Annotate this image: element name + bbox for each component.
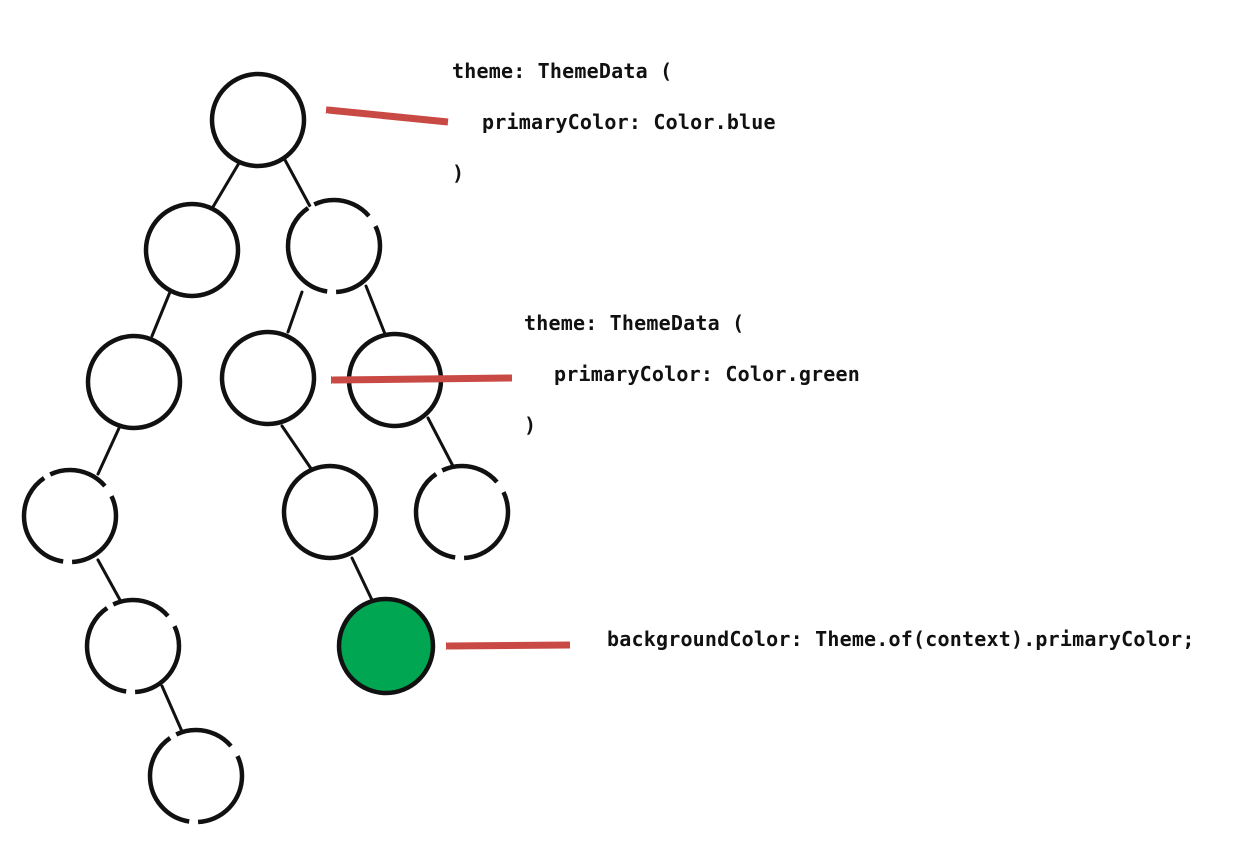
edge-l2right-l3right [426, 416, 456, 470]
node-level3-left [21, 467, 119, 565]
node-level2-left [85, 333, 183, 431]
usage-annotation: backgroundColor: Theme.of(context).prima… [607, 614, 1195, 665]
node-level4-left [84, 597, 182, 695]
node-level2-mid [219, 329, 317, 427]
edge-l2left-l3left [96, 424, 122, 476]
edge-l3left-l4left [96, 558, 122, 602]
edge-l3mid-leafgreen [350, 556, 374, 602]
edge-l1right-l2right [364, 284, 387, 336]
node-level3-mid [281, 463, 379, 561]
edge-root-right [283, 158, 314, 212]
usage-line1: backgroundColor: Theme.of(context).prima… [607, 627, 1195, 651]
root-theme-annotation: theme: ThemeData ( primaryColor: Color.b… [452, 46, 776, 199]
sub-theme-line1: theme: ThemeData ( [524, 311, 745, 335]
edge-l1left-l2left [150, 290, 172, 338]
root-theme-line3: ) [452, 161, 465, 185]
edge-root-left [208, 156, 244, 214]
edge-l1right-l2mid [286, 290, 304, 334]
node-root [209, 71, 307, 169]
node-level1-right [285, 197, 383, 295]
arrow-to-level2-mid [330, 374, 513, 385]
node-level1-left [143, 201, 241, 299]
edge-l2mid-l3mid [280, 424, 314, 472]
annotation-arrows [325, 105, 571, 651]
tree-nodes [21, 71, 511, 825]
node-leaf-highlighted [336, 596, 436, 696]
arrow-to-root [325, 105, 449, 126]
edge-l4left-l5left [160, 684, 186, 738]
tree-edges [96, 156, 456, 738]
root-theme-line2: primaryColor: Color.blue [482, 110, 776, 134]
sub-theme-line2: primaryColor: Color.green [554, 362, 861, 386]
sub-theme-annotation: theme: ThemeData ( primaryColor: Color.g… [524, 298, 860, 451]
sub-theme-line3: ) [524, 413, 537, 437]
node-level5-left [147, 727, 245, 825]
arrow-to-highlighted-leaf [445, 641, 571, 651]
node-level3-right [413, 463, 511, 561]
root-theme-line1: theme: ThemeData ( [452, 59, 673, 83]
